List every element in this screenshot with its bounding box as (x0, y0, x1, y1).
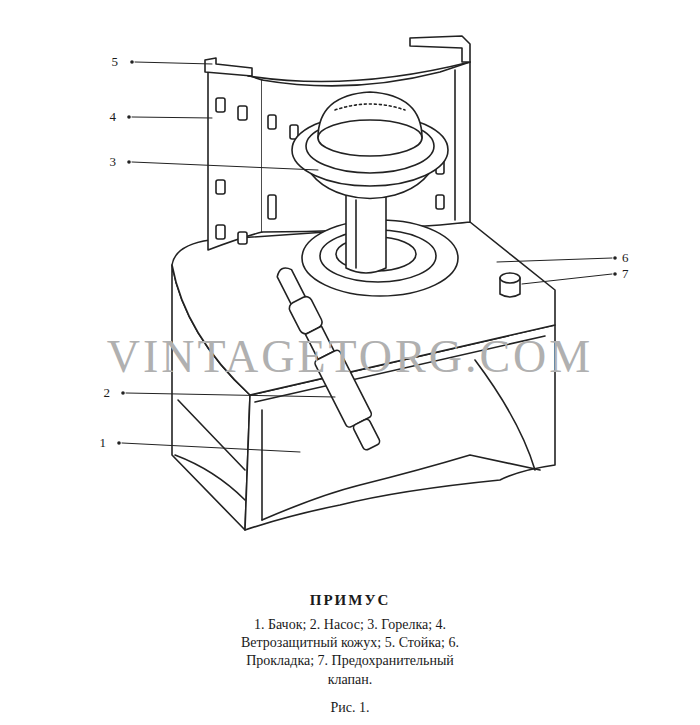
callout-number: 1 (100, 435, 107, 451)
safety-valve (500, 273, 520, 283)
callout-number: 6 (622, 250, 629, 266)
watermark: VINTAGETORG.COM (107, 330, 593, 383)
figure-caption: 1. Бачок; 2. Насос; 3. Горелка; 4. Ветро… (225, 616, 475, 689)
figure-title: ПРИМУС (310, 592, 391, 609)
callout-number: 5 (112, 54, 119, 70)
burner-cap-holes (335, 104, 405, 110)
cutaway-edge (175, 455, 245, 500)
leader-line (122, 62, 612, 452)
burner-rim (292, 114, 448, 186)
wind-shield-edge (454, 70, 456, 220)
callout-number: 4 (110, 109, 117, 125)
burner-cap (318, 120, 422, 156)
callout-number: 7 (622, 266, 629, 282)
figure-number: Рис. 1. (331, 700, 370, 716)
leader-dot (117, 60, 617, 445)
burner-column (346, 195, 386, 273)
wind-shield (208, 62, 262, 250)
stand (205, 58, 252, 76)
callout-number: 3 (110, 154, 117, 170)
cutaway-edge (178, 400, 245, 470)
cutaway-edge (261, 410, 263, 520)
cutaway-edge (262, 455, 540, 520)
callout-number: 2 (104, 385, 111, 401)
burner-column (355, 200, 357, 268)
stand (410, 36, 470, 62)
wind-shield-edge (248, 62, 470, 82)
